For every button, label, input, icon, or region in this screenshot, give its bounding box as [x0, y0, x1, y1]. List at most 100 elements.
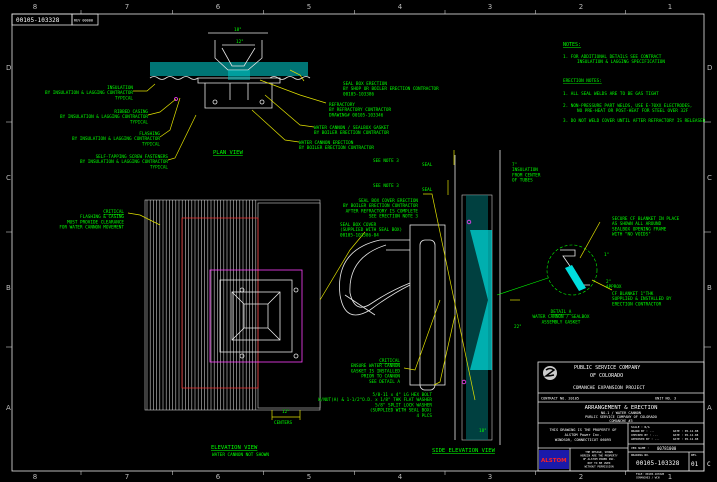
drawn-date: DATE : 05-12-08 — [673, 429, 699, 433]
callout-line: 2" — [606, 279, 611, 285]
callout-line: BY INSULATION & LAGGING CONTRACTOR — [45, 90, 133, 96]
callout-line: WATER CANNON / SEALBOX — [533, 314, 590, 320]
callout-line: WITH "NO VOIDS" — [612, 232, 651, 238]
plan-insulation — [150, 62, 308, 76]
callout-line: SEALBOX OPENING FRAME — [612, 226, 667, 232]
approved-by: APPROVED BY : ... — [631, 437, 660, 441]
drawing-subtitle-3: COMANCHE #3 — [609, 419, 632, 423]
callout-line: (SUPPLIED WITH SEAL BOX) — [370, 408, 432, 414]
callout-line: (SUPPLIED WITH SEAL BOX) — [340, 227, 402, 233]
callout-line: GASKET IS INSTALLED — [351, 368, 401, 374]
callout-line: DETAIL A — [551, 309, 572, 315]
drawing-title: ARRANGEMENT & ERECTION — [585, 405, 658, 411]
callout-line: BY INSULATION & LAGGING CONTRACTOR — [80, 159, 168, 165]
callout-line: PRIOR TO CANNON — [361, 374, 400, 380]
callout-line: 5/8-11 x 4" LG HEX BOLT — [373, 392, 433, 398]
callout-line: TYPICAL — [115, 95, 134, 101]
file-line-1: FILE: 00105-103328 — [636, 472, 665, 476]
scale: SCALE : N/A — [631, 425, 650, 429]
callout-line: SEAL — [422, 162, 433, 168]
callout-seal-b: SEAL — [422, 187, 433, 193]
grid-row-label: B — [707, 284, 712, 292]
grid-column-label: 2 — [579, 3, 583, 11]
revision-box: REV 00000 — [74, 19, 93, 23]
callout-dim-1: 1" — [604, 252, 609, 258]
rev-label: REV. — [691, 453, 698, 457]
contract-number: CONTRACT NO. 20105 — [541, 397, 579, 401]
drawn-by: DRAWN BY : ... — [631, 429, 655, 433]
callout-line: SEAL BOX COVER ERECTION — [359, 198, 419, 204]
callout-line: BY INSULATION & LAGGING CONTRACTOR — [60, 114, 148, 120]
unit-number: UNIT NO. 3 — [655, 397, 676, 401]
callout-line: FLASHING — [139, 131, 160, 137]
callout-line: FOR WATER CANNON MOVEMENT — [59, 225, 124, 231]
company-logo — [543, 366, 557, 380]
callout-line: 4 PLCS — [416, 413, 432, 419]
callout-line: SEE NOTE 3 — [373, 158, 399, 164]
note-1-cont: INSULATION & LAGGING SPECIFICATION — [577, 59, 665, 65]
confidentiality-line: THE DESIGN, SHOWN — [585, 450, 613, 454]
sheet-size: C — [707, 461, 711, 468]
side-elevation-view: 22" 18" SIDE ELEVATION VIEW — [339, 150, 522, 454]
erection-note-1: 1. ALL SEAL WELDS ARE TO BE GAS TIGHT — [563, 91, 659, 97]
callout-line: ENSURE WATER CANNON — [351, 363, 401, 369]
callout-line: DRAWING# 00105-103346 — [329, 112, 384, 118]
callout-line: SEE DETAIL A — [369, 379, 400, 385]
callout-line: CRITICAL — [103, 209, 124, 215]
drawing-number: 00105-103328 — [16, 17, 60, 24]
grid-row-label: C — [6, 174, 11, 182]
grid-column-label: 6 — [216, 473, 221, 481]
notes: NOTES: 1. FOR ADDITIONAL DETAILS SEE CON… — [563, 42, 706, 124]
property-line-3: WINDSOR, CONNECTICUT 06095 — [555, 438, 611, 442]
erection-notes-heading: ERECTION NOTES: — [563, 78, 602, 84]
callout-line: SEE ERECTION NOTE 3 — [369, 214, 419, 220]
elevation-view-subtitle: WATER CANNON NOT SHOWN — [212, 452, 269, 458]
leader-lines — [127, 69, 476, 401]
grid-column-label: 1 — [668, 473, 672, 481]
callout-line: MUST PROVIDE CLEARANCE — [67, 219, 124, 225]
notes-heading: NOTES: — [563, 42, 581, 48]
callout-line: 5/8" SPLIT LOCK WASHER — [375, 402, 432, 408]
ver-name-value: 00781000 — [657, 446, 677, 451]
callout-line: BY INSULATION & LAGGING CONTRACTOR — [72, 136, 160, 142]
callout-line: ASSEMBLY GASKET — [542, 319, 581, 325]
callout-line: BY REFRACTORY CONTRACTOR — [329, 107, 391, 113]
callout-line: SEAL BOX COVER — [340, 222, 377, 228]
callout-line: ERECTION CONTRACTOR — [612, 301, 662, 307]
callout-line: BY BOILER ERECTION CONTRACTOR — [343, 203, 418, 209]
detail-a — [496, 221, 613, 296]
grid-column-label: 4 — [398, 3, 403, 11]
plan-dim-top: 18" — [234, 27, 242, 33]
grid-row-label: A — [6, 404, 11, 412]
grid-column-label: 6 — [216, 3, 221, 11]
callout-line: CF BLANKET 1"THK — [612, 291, 654, 297]
elevation-dim-label: CENTERS — [274, 420, 293, 426]
callout-line: TYPICAL — [130, 119, 149, 125]
side-elevation-title: SIDE ELEVATION VIEW — [432, 448, 496, 454]
callout-line: SUPPLIED & INSTALLED BY — [612, 296, 672, 302]
drawing-number-tab: 00105-103328 REV 00000 — [11, 13, 99, 26]
callout-line: WATER CANNON / SEALBOX GASKET — [314, 125, 389, 131]
confidentiality-line: HEREIN ARE THE PROPERTY — [580, 454, 618, 458]
rev-value: 01 — [691, 461, 699, 468]
callout-seal-a: SEAL — [422, 162, 433, 168]
callout-line: 00105-103386 — [343, 91, 374, 97]
grid-column-label: 4 — [398, 473, 403, 481]
grid-column-label: 8 — [33, 3, 37, 11]
